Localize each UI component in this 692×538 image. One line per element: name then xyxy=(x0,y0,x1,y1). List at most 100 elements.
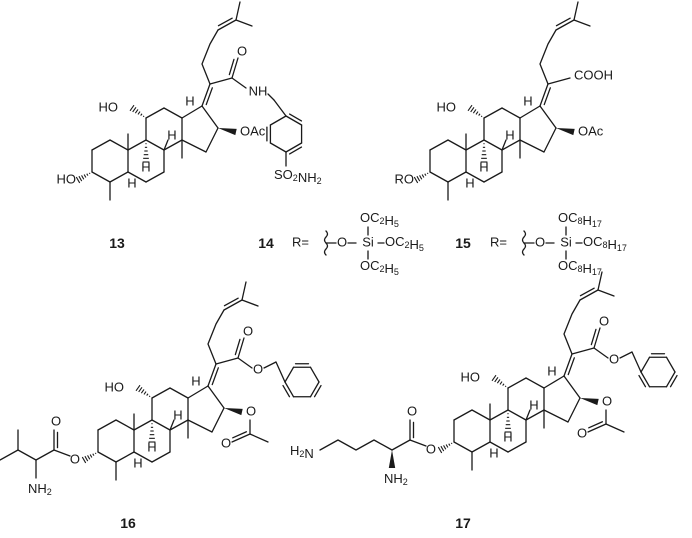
bond xyxy=(151,451,171,463)
bond xyxy=(571,347,595,355)
h13-label: H xyxy=(185,93,194,108)
compound-label-14: 14 xyxy=(258,235,274,251)
hash-bond xyxy=(86,173,89,176)
c16-oxygen: O xyxy=(246,403,256,418)
bond xyxy=(429,139,449,151)
bond-chain xyxy=(539,29,557,85)
r-equals-label: R= xyxy=(292,234,309,249)
bond xyxy=(207,363,217,387)
bond xyxy=(640,371,651,388)
c11-hydroxyl-label: HO xyxy=(437,99,457,114)
bond xyxy=(501,139,521,151)
bond xyxy=(539,105,557,129)
hash-bond xyxy=(132,107,137,113)
h5-label: H xyxy=(489,445,498,460)
hash-bond xyxy=(142,115,145,118)
bond xyxy=(483,171,503,183)
c16-acetate-label: OAc xyxy=(578,123,604,138)
bond xyxy=(587,423,607,433)
r-oxygen: O xyxy=(535,234,545,249)
bond xyxy=(241,281,247,301)
ethoxy-right-label: OC2H5 xyxy=(385,234,424,253)
bond xyxy=(453,441,473,453)
bond xyxy=(163,139,183,151)
bond xyxy=(127,171,147,183)
compound-label-13: 13 xyxy=(109,235,125,251)
bond xyxy=(519,139,545,153)
bond xyxy=(563,375,581,399)
hash-bond xyxy=(143,391,147,395)
bond xyxy=(489,441,509,453)
bond xyxy=(115,419,135,431)
hash-bond xyxy=(426,172,429,175)
double-bond xyxy=(543,87,551,106)
bond xyxy=(543,409,569,423)
hash-bond xyxy=(494,377,499,383)
hash-bond xyxy=(445,444,449,448)
double-bond xyxy=(288,113,303,122)
double-bond xyxy=(232,431,248,439)
h5-label: H xyxy=(133,455,142,470)
lysine-carbonyl-oxygen: O xyxy=(407,403,417,418)
h5-label: H xyxy=(465,175,474,190)
c16-acetate-label: OAc xyxy=(240,123,266,138)
bond xyxy=(241,299,259,307)
hash-bond xyxy=(94,452,97,455)
bond xyxy=(597,289,615,297)
double-bond xyxy=(669,374,678,388)
hash-bond xyxy=(413,176,419,184)
bond xyxy=(163,107,183,119)
hash-bond xyxy=(137,111,141,115)
carboxylic-acid-label: COOH xyxy=(574,67,613,82)
carbonyl-oxygen: O xyxy=(237,43,247,58)
hash-bond xyxy=(87,455,91,460)
bond xyxy=(97,419,117,431)
bond xyxy=(631,351,642,373)
double-bond xyxy=(288,146,303,155)
hash-bond xyxy=(437,446,443,454)
bond xyxy=(145,107,165,119)
hash-bond xyxy=(472,109,477,114)
hash-bond xyxy=(491,374,497,382)
hash-bond xyxy=(140,113,143,116)
wedge-bond xyxy=(388,450,396,468)
bond xyxy=(483,107,503,119)
hash-bond xyxy=(134,109,139,114)
h9-label: H xyxy=(147,439,156,454)
hash-bond xyxy=(419,175,423,180)
bond xyxy=(409,439,427,447)
bond xyxy=(235,19,253,27)
bond xyxy=(447,171,467,183)
bond xyxy=(35,449,55,461)
bond xyxy=(273,99,287,117)
bond xyxy=(593,347,609,359)
bond xyxy=(525,409,545,421)
bond xyxy=(209,77,233,85)
bond xyxy=(249,433,269,443)
bond xyxy=(215,357,239,365)
hash-bond xyxy=(467,104,473,112)
ester-link-oxygen: O xyxy=(609,351,619,366)
hash-bond xyxy=(146,393,149,396)
double-bond xyxy=(205,87,213,106)
bond xyxy=(163,139,169,151)
bond xyxy=(555,19,575,31)
bond xyxy=(207,385,225,409)
bond xyxy=(187,419,213,433)
bond xyxy=(573,19,591,27)
bond xyxy=(275,361,286,383)
double-bond xyxy=(567,357,575,376)
hash-bond xyxy=(75,176,81,184)
bond xyxy=(507,377,527,389)
hash-bond xyxy=(148,395,151,398)
hash-bond xyxy=(448,443,451,446)
hash-bond xyxy=(140,389,145,394)
bond xyxy=(605,423,625,433)
ethoxy-bottom-label: OC8H17 xyxy=(558,258,602,277)
bond xyxy=(205,127,219,153)
compound-label-17: 17 xyxy=(455,515,471,531)
